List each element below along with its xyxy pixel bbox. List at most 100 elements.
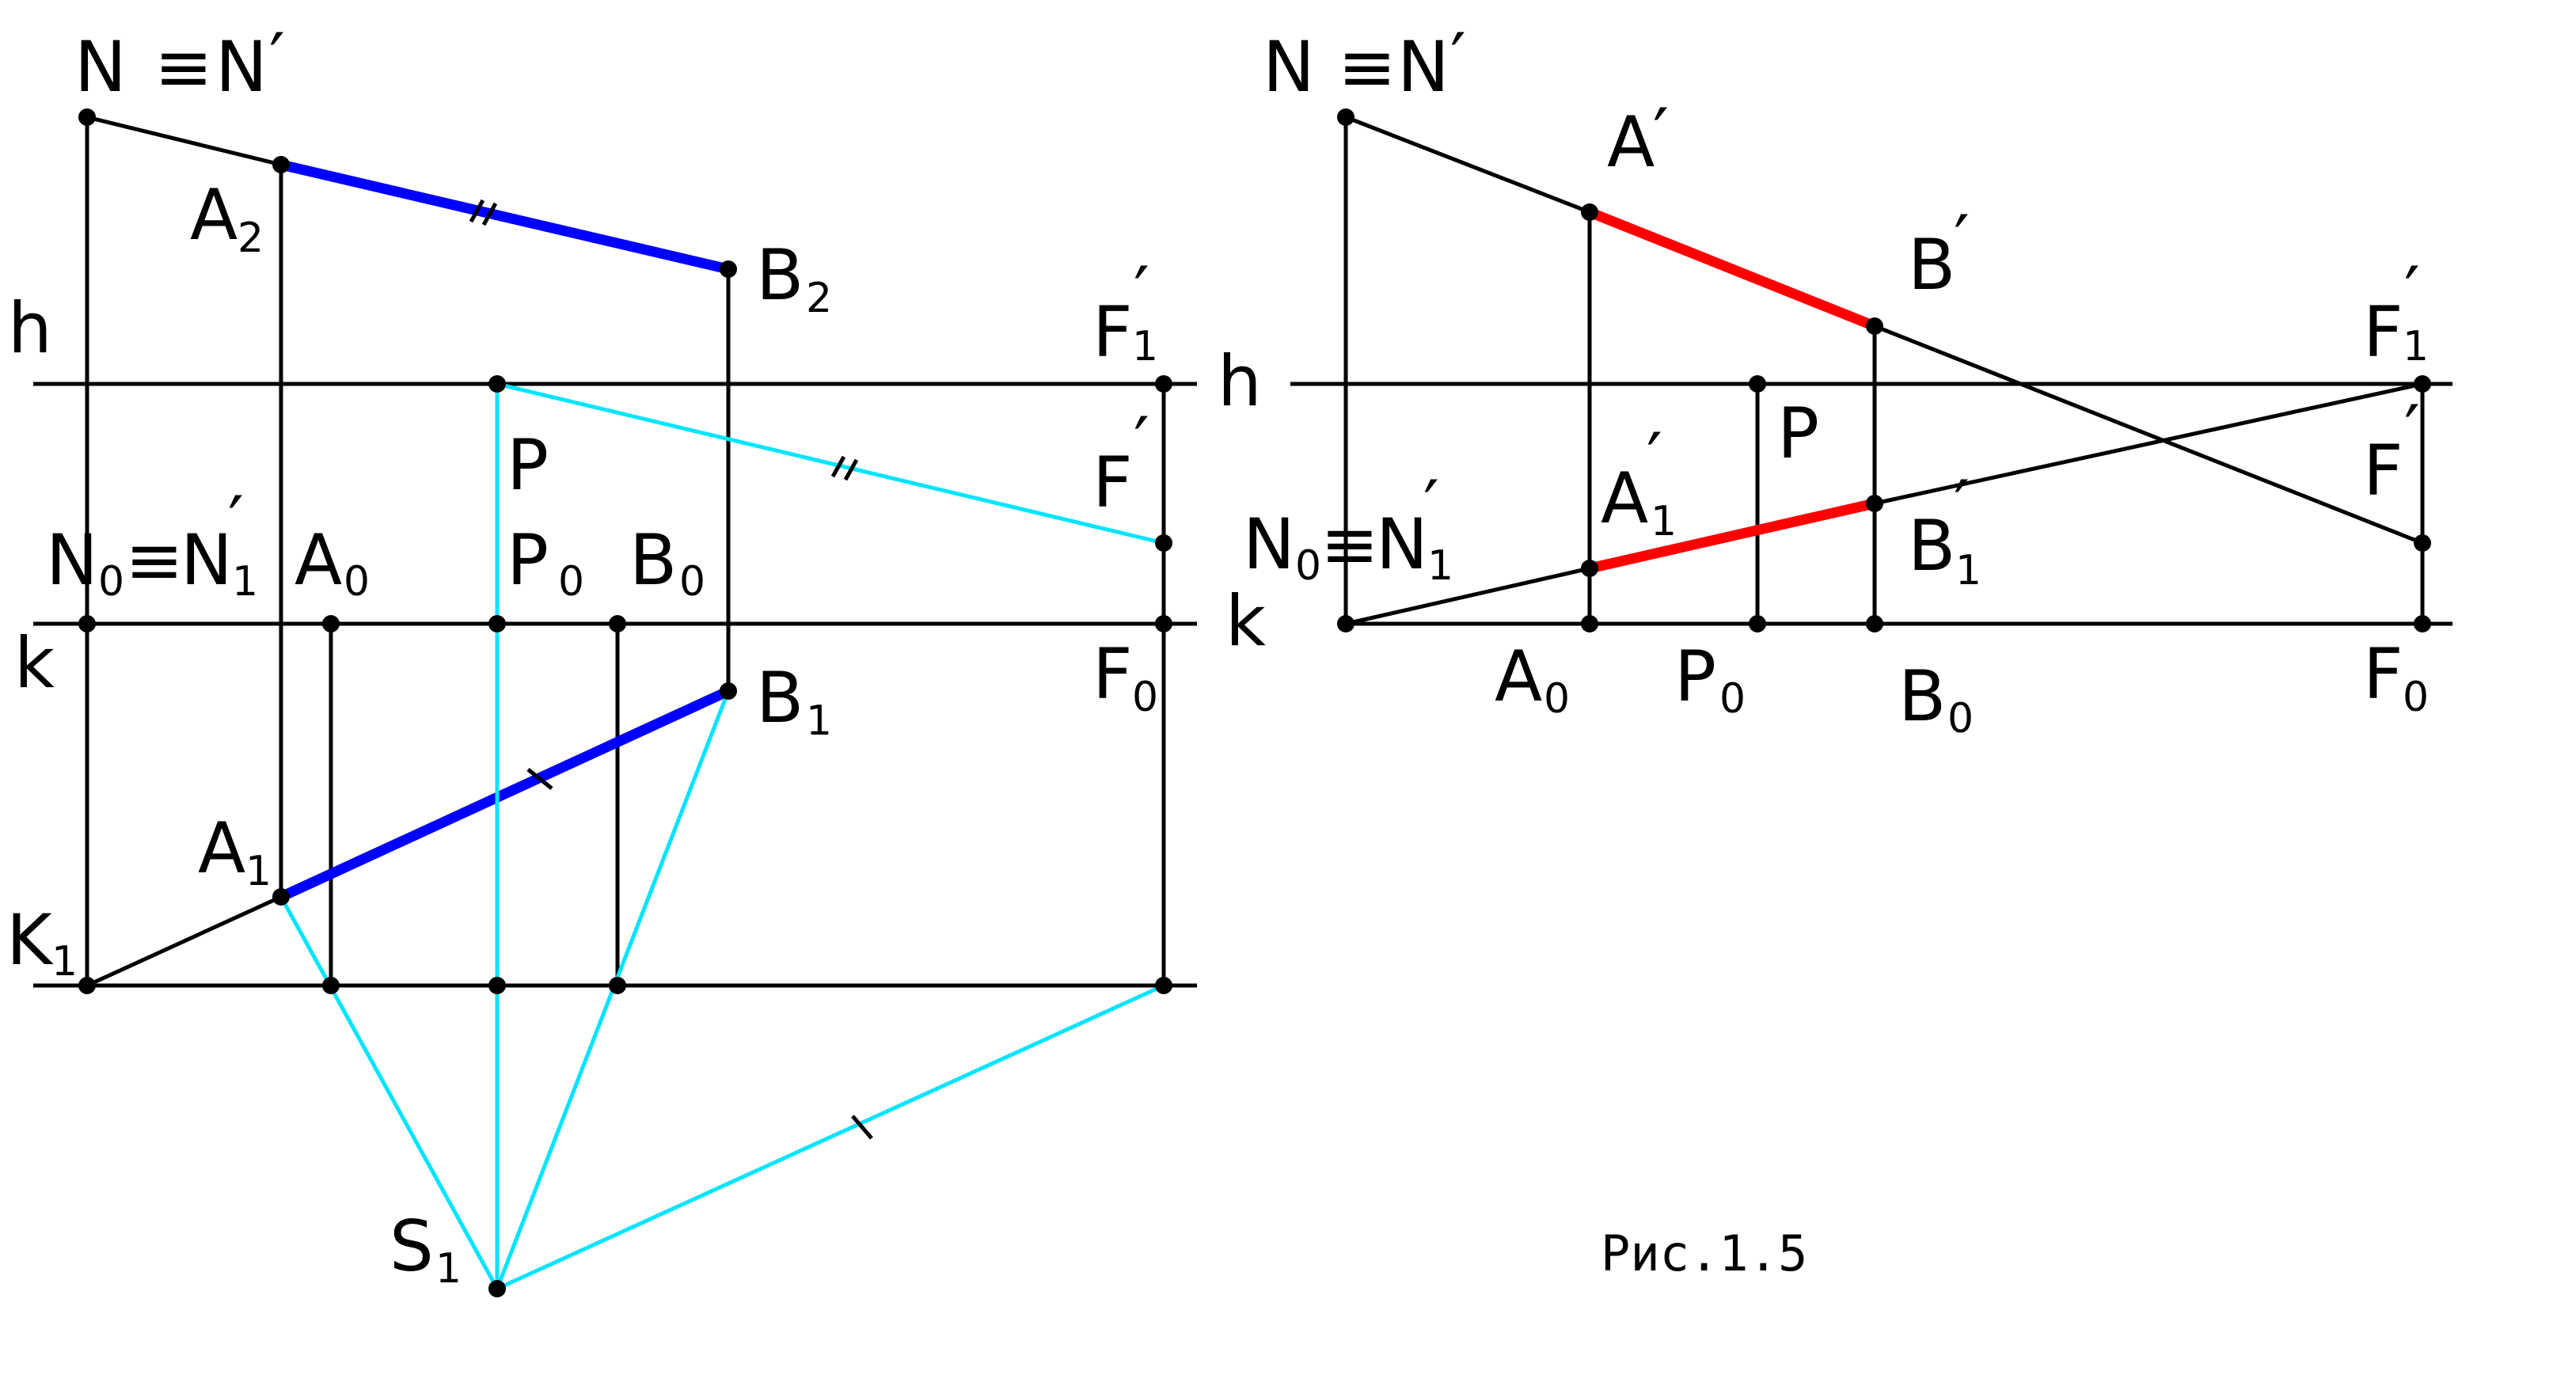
- right-line-N-A: [1345, 115, 1590, 215]
- point-A-prime: [1581, 203, 1598, 221]
- point-P0-right: [1749, 615, 1766, 632]
- point-B2: [720, 260, 737, 278]
- label-S1-sub: 1: [435, 1245, 462, 1293]
- point-ground-A0: [322, 977, 340, 994]
- label-F-prime-r: F: [2363, 430, 2403, 511]
- segment-A1-B1: [279, 686, 731, 902]
- label-N-prime: N: [215, 26, 268, 108]
- point-A2: [272, 156, 290, 173]
- right-points: [1337, 108, 2431, 632]
- label-P: P: [507, 424, 549, 506]
- label-A-prime: A: [1607, 101, 1655, 183]
- tick-A1B1: [526, 768, 553, 790]
- point-F: [1155, 534, 1172, 552]
- label-F1-prime-r: ′: [2404, 252, 2420, 333]
- label-A0-r: A: [1495, 636, 1542, 717]
- label-F0-sub-r: 0: [2403, 674, 2429, 721]
- label-N-prime-mark: ′: [269, 18, 285, 100]
- label-F1-sub: 1: [1132, 323, 1158, 370]
- label-N1-sub-r: 1: [1427, 542, 1453, 590]
- point-A1-prime: [1581, 560, 1598, 577]
- right-labels: N ≡ N ′ A ′ B ′ h F ′ 1 P A ′ 1 F ′ N 0 …: [1218, 18, 2429, 742]
- point-F1: [1155, 375, 1172, 393]
- point-F0-right: [2414, 615, 2431, 632]
- figure-caption: Рис.1.5: [1601, 1225, 1807, 1282]
- tick-A2B2-2: [481, 202, 498, 226]
- label-A2-sub: 2: [237, 215, 264, 262]
- right-red-segments: [1587, 207, 1877, 574]
- label-A1-prime-mark: ′: [1647, 418, 1662, 499]
- label-S1: S: [389, 1206, 434, 1287]
- left-line-N-A2: [86, 115, 282, 167]
- segment-A-B: [1587, 207, 1877, 332]
- point-P0: [488, 615, 506, 632]
- label-B1-sub-r: 1: [1955, 547, 1981, 594]
- label-B0-sub: 0: [679, 558, 705, 606]
- label-N1-prime: ′: [228, 481, 244, 563]
- point-F1-right: [2414, 375, 2431, 393]
- label-F1: F: [1092, 291, 1133, 373]
- label-N-r: N: [1263, 26, 1315, 108]
- label-N0-sub-r: 0: [1295, 542, 1321, 590]
- label-B2: B: [756, 234, 804, 316]
- point-F0: [1155, 615, 1172, 632]
- label-P0-sub: 0: [558, 558, 584, 606]
- point-N-right: [1337, 108, 1354, 126]
- label-F0: F: [1092, 633, 1133, 715]
- cyan-A1-S1: [279, 895, 500, 1290]
- point-F-prime-right: [2414, 534, 2431, 552]
- label-N0-r: N: [1243, 503, 1295, 585]
- label-B-prime-mark: ′: [1954, 200, 1970, 282]
- right-line-B-F: [1874, 324, 2423, 545]
- tick-PF-1: [830, 455, 846, 478]
- point-K1: [78, 977, 96, 994]
- label-N1-sub: 1: [232, 558, 258, 606]
- label-A1-prime: A: [1601, 458, 1648, 539]
- label-N0-equiv-r: ≡: [1320, 503, 1379, 585]
- label-P0-r: P: [1674, 636, 1716, 717]
- point-P-right: [1749, 375, 1766, 393]
- label-B0-sub-r: 0: [1947, 695, 1974, 742]
- point-B0-right: [1866, 615, 1883, 632]
- label-equiv: ≡: [154, 26, 213, 108]
- label-N: N: [74, 26, 127, 108]
- left-points: [78, 108, 1172, 1297]
- label-B-prime: B: [1908, 224, 1955, 306]
- right-black-lines: [1290, 115, 2453, 626]
- point-ground-B0: [609, 977, 626, 994]
- left-blue-segments: [279, 159, 731, 902]
- label-N0-sub: 0: [98, 558, 124, 606]
- label-K1-sub: 1: [51, 938, 78, 986]
- point-A0: [322, 615, 340, 632]
- label-A1-sub: 1: [245, 848, 272, 895]
- label-A2: A: [190, 174, 237, 256]
- right-line-N0-A1: [1345, 566, 1590, 626]
- left-line-K1-A1: [85, 894, 283, 988]
- cyan-P-F: [496, 382, 1165, 545]
- label-B1-sub: 1: [806, 697, 832, 745]
- tick-FS1: [851, 1115, 873, 1140]
- label-k-r: k: [1225, 580, 1266, 662]
- label-A0: A: [294, 519, 342, 601]
- label-A0-sub-r: 0: [1544, 675, 1570, 723]
- point-N0: [78, 615, 96, 632]
- label-K1: K: [6, 899, 54, 981]
- label-F-prime-pt: F: [1092, 442, 1133, 523]
- label-N-prime-mark-r: ′: [1450, 18, 1466, 100]
- label-N-prime-r: N: [1397, 26, 1449, 108]
- label-A-prime-mark: ′: [1653, 93, 1669, 175]
- label-B2-sub: 2: [806, 275, 832, 322]
- point-ground-P0: [488, 977, 506, 994]
- label-equiv-r: ≡: [1338, 26, 1396, 108]
- label-N1-r: N: [1376, 503, 1428, 585]
- point-B0: [609, 615, 626, 632]
- point-S1: [488, 1280, 506, 1297]
- label-A1: A: [198, 807, 245, 889]
- right-figure: N ≡ N ′ A ′ B ′ h F ′ 1 P A ′ 1 F ′ N 0 …: [1218, 18, 2453, 742]
- label-F-prime-mark: ′: [1134, 402, 1149, 484]
- point-N: [78, 108, 96, 126]
- label-F0-r: F: [2363, 633, 2403, 715]
- label-P-r: P: [1777, 393, 1819, 474]
- point-A0-right: [1581, 615, 1598, 632]
